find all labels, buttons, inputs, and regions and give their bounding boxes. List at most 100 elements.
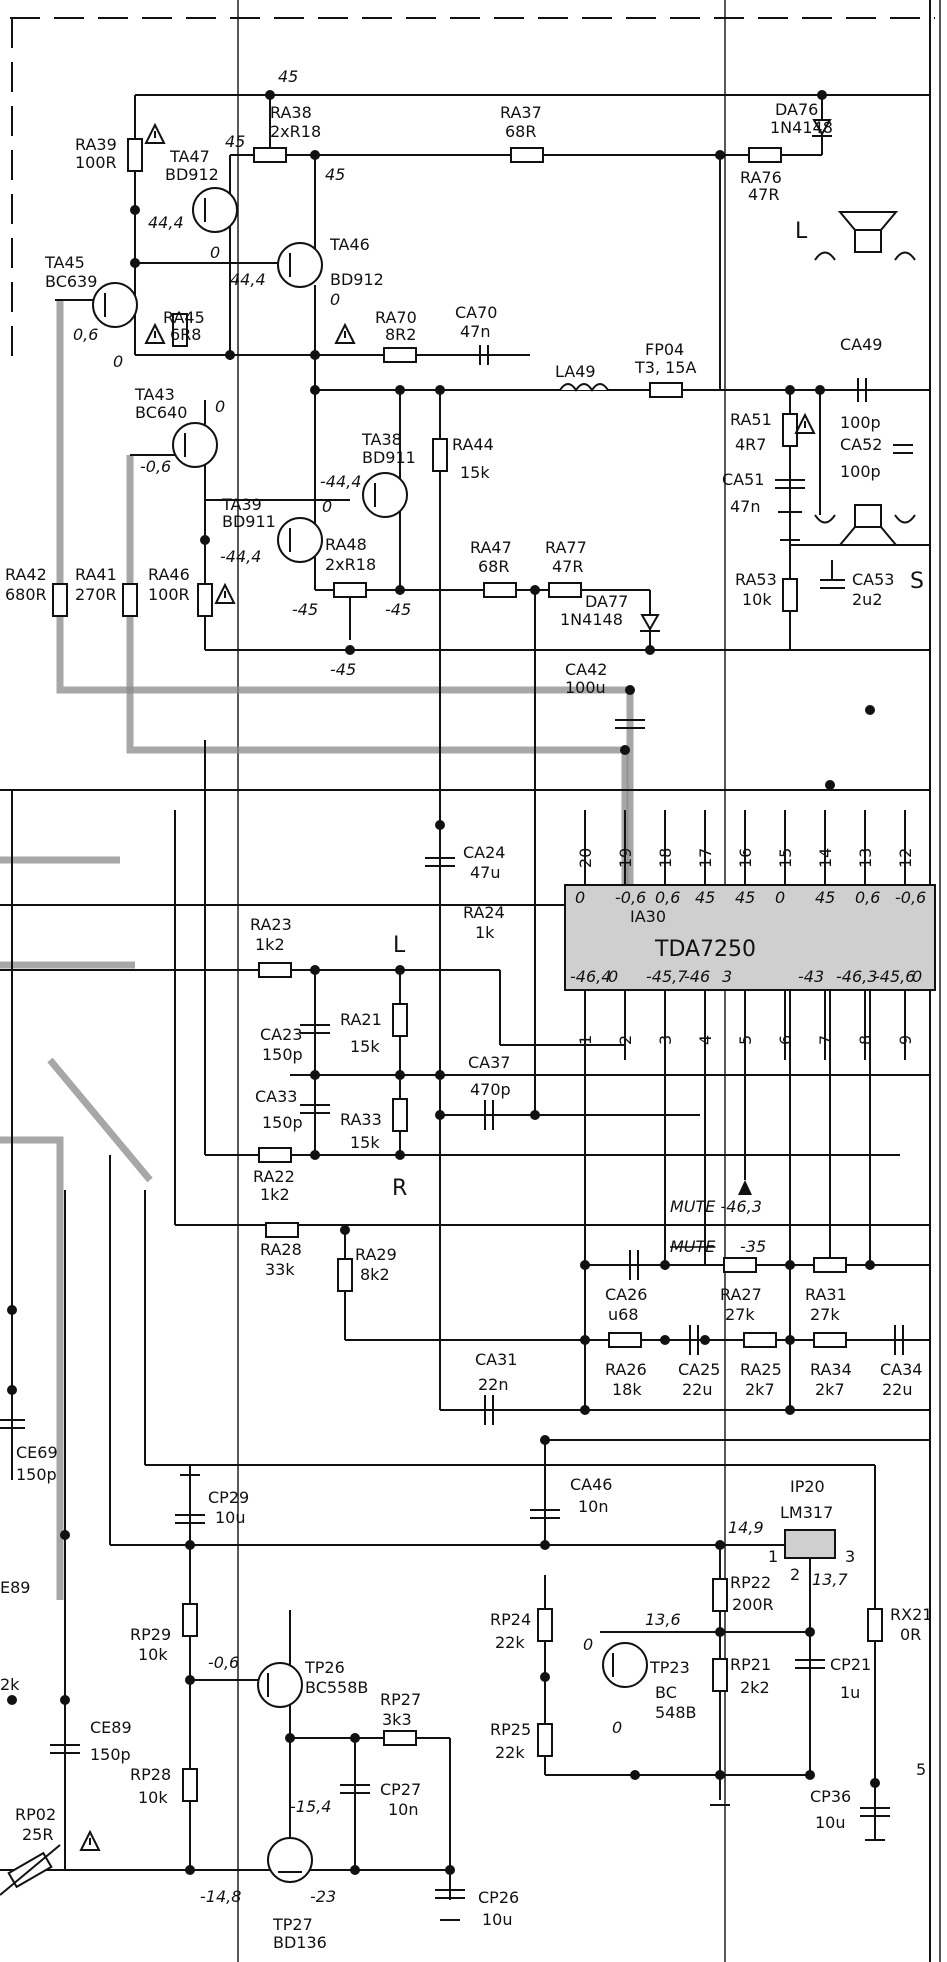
svg-text:RA38: RA38 bbox=[270, 103, 312, 122]
svg-text:100u: 100u bbox=[565, 678, 606, 697]
svg-text:-45: -45 bbox=[330, 660, 356, 679]
ic-pin-voltage: 0 bbox=[775, 888, 785, 907]
svg-text:CE69: CE69 bbox=[16, 1443, 58, 1462]
svg-text:BD911: BD911 bbox=[222, 512, 276, 531]
svg-text:RA76: RA76 bbox=[740, 168, 782, 187]
svg-text:680R: 680R bbox=[5, 585, 47, 604]
ic-pin-voltage: -45,6 bbox=[874, 967, 915, 986]
ic-pin-voltage: 0 bbox=[912, 967, 922, 986]
svg-text:BC558B: BC558B bbox=[305, 1678, 368, 1697]
svg-text:CA37: CA37 bbox=[468, 1053, 510, 1072]
svg-text:2xR18: 2xR18 bbox=[325, 555, 376, 574]
svg-text:RP22: RP22 bbox=[730, 1573, 771, 1592]
svg-text:150p: 150p bbox=[16, 1465, 57, 1484]
ic-pin-number: 15 bbox=[776, 848, 795, 868]
svg-text:0R: 0R bbox=[900, 1625, 921, 1644]
svg-text:0: 0 bbox=[330, 290, 340, 309]
svg-text:150p: 150p bbox=[262, 1045, 303, 1064]
svg-text:1k2: 1k2 bbox=[255, 935, 285, 954]
svg-text:RA21: RA21 bbox=[340, 1010, 382, 1029]
transistor-icon bbox=[362, 472, 408, 518]
ic-pin-number: 20 bbox=[576, 848, 595, 868]
svg-text:CE89: CE89 bbox=[90, 1718, 132, 1737]
svg-text:47u: 47u bbox=[470, 863, 501, 882]
svg-text:T3, 15A: T3, 15A bbox=[634, 358, 696, 377]
svg-text:BC640: BC640 bbox=[135, 403, 187, 422]
svg-text:CA42: CA42 bbox=[565, 660, 607, 679]
ic-pin-voltage: -46,3 bbox=[836, 967, 877, 986]
svg-text:RP21: RP21 bbox=[730, 1655, 771, 1674]
svg-text:BD912: BD912 bbox=[165, 165, 219, 184]
svg-text:10u: 10u bbox=[815, 1813, 846, 1832]
svg-text:68R: 68R bbox=[478, 557, 509, 576]
ic-pin-voltage: 0,6 bbox=[855, 888, 880, 907]
svg-text:18k: 18k bbox=[612, 1380, 642, 1399]
svg-text:BD912: BD912 bbox=[330, 270, 384, 289]
ic-pin-number: 9 bbox=[896, 1035, 915, 1045]
svg-text:2: 2 bbox=[790, 1565, 800, 1584]
ic-pin-number: 7 bbox=[816, 1035, 835, 1045]
svg-text:IA30: IA30 bbox=[630, 907, 666, 926]
svg-text:-35: -35 bbox=[740, 1237, 766, 1256]
ic-pin-voltage: 3 bbox=[722, 967, 732, 986]
svg-text:E89: E89 bbox=[0, 1578, 30, 1597]
svg-text:TA38: TA38 bbox=[361, 430, 402, 449]
diode-icon bbox=[812, 119, 832, 137]
ic-pin-voltage: 0,6 bbox=[655, 888, 680, 907]
svg-text:TA43: TA43 bbox=[134, 385, 175, 404]
ic-pin-voltage: 45 bbox=[815, 888, 835, 907]
svg-text:47n: 47n bbox=[460, 322, 491, 341]
svg-text:44,4: 44,4 bbox=[148, 213, 184, 232]
svg-text:CA49: CA49 bbox=[840, 335, 882, 354]
svg-text:S: S bbox=[910, 569, 924, 594]
svg-text:RA53: RA53 bbox=[735, 570, 777, 589]
svg-text:25R: 25R bbox=[22, 1825, 53, 1844]
svg-text:47R: 47R bbox=[552, 557, 583, 576]
svg-text:45: 45 bbox=[278, 67, 298, 86]
speaker-icon bbox=[837, 211, 899, 253]
svg-text:LM317: LM317 bbox=[780, 1503, 833, 1522]
svg-text:RA31: RA31 bbox=[805, 1285, 847, 1304]
svg-text:CP27: CP27 bbox=[380, 1780, 421, 1799]
svg-text:-44,4: -44,4 bbox=[220, 547, 261, 566]
svg-text:CA25: CA25 bbox=[678, 1360, 720, 1379]
svg-text:0,6: 0,6 bbox=[73, 325, 98, 344]
svg-text:15k: 15k bbox=[350, 1133, 380, 1152]
svg-text:100p: 100p bbox=[840, 462, 881, 481]
svg-text:RA41: RA41 bbox=[75, 565, 117, 584]
svg-text:-44,4: -44,4 bbox=[320, 472, 361, 491]
svg-text:5: 5 bbox=[916, 1760, 926, 1779]
svg-text:270R: 270R bbox=[75, 585, 117, 604]
svg-text:RA26: RA26 bbox=[605, 1360, 647, 1379]
svg-text:RA29: RA29 bbox=[355, 1245, 397, 1264]
svg-text:27k: 27k bbox=[725, 1305, 755, 1324]
svg-text:15k: 15k bbox=[460, 463, 490, 482]
ic-pin-number: 14 bbox=[816, 848, 835, 868]
svg-text:L: L bbox=[393, 933, 406, 958]
svg-text:13,6: 13,6 bbox=[645, 1610, 681, 1629]
svg-text:6R8: 6R8 bbox=[170, 325, 201, 344]
ic-pin-voltage: -0,6 bbox=[895, 888, 926, 907]
svg-text:22u: 22u bbox=[682, 1380, 713, 1399]
svg-text:0: 0 bbox=[583, 1635, 593, 1654]
svg-text:8k2: 8k2 bbox=[360, 1265, 390, 1284]
svg-text:RA34: RA34 bbox=[810, 1360, 852, 1379]
svg-text:RA28: RA28 bbox=[260, 1240, 302, 1259]
ic-pin-number: 6 bbox=[776, 1035, 795, 1045]
svg-text:CA24: CA24 bbox=[463, 843, 505, 862]
svg-text:RP28: RP28 bbox=[130, 1765, 171, 1784]
svg-text:CP26: CP26 bbox=[478, 1888, 519, 1907]
svg-text:DA77: DA77 bbox=[585, 592, 628, 611]
svg-text:RA27: RA27 bbox=[720, 1285, 762, 1304]
svg-text:1: 1 bbox=[768, 1547, 778, 1566]
svg-text:22n: 22n bbox=[478, 1375, 509, 1394]
svg-text:100p: 100p bbox=[840, 413, 881, 432]
tda7250-ic bbox=[564, 884, 936, 991]
ra39-ref: RA39 bbox=[75, 135, 117, 154]
svg-text:CA52: CA52 bbox=[840, 435, 882, 454]
svg-text:47R: 47R bbox=[748, 185, 779, 204]
svg-text:4R7: 4R7 bbox=[735, 435, 766, 454]
svg-text:100R: 100R bbox=[75, 153, 117, 172]
transistor-icon bbox=[277, 242, 323, 288]
svg-text:CA51: CA51 bbox=[722, 470, 764, 489]
